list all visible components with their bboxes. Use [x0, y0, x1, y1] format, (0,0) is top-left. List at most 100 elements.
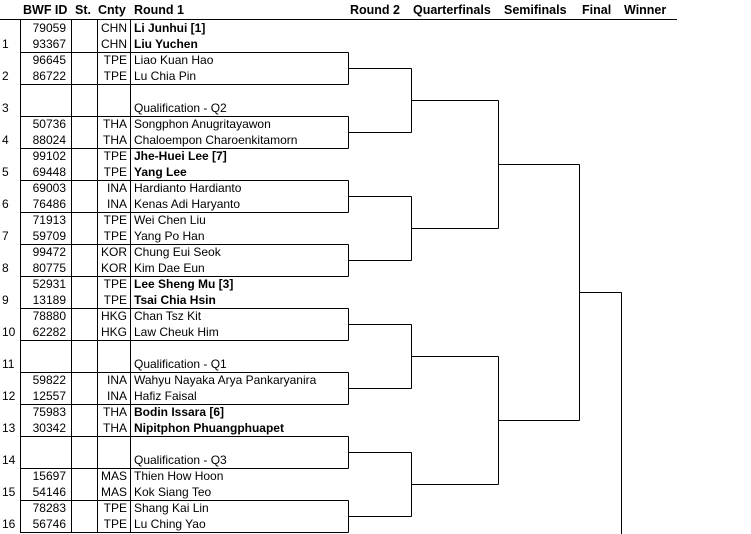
player-country: INA	[106, 197, 127, 211]
player-bwf-id: 59709	[32, 229, 66, 243]
player-name: Jhe-Huei Lee [7]	[134, 149, 227, 163]
player-country: KOR	[100, 261, 127, 275]
header-quarterfinals: Quarterfinals	[413, 3, 491, 17]
player-name: Yang Po Han	[134, 229, 205, 243]
header-winner: Winner	[624, 3, 667, 17]
qualifier-slot: Qualification - Q3	[134, 453, 227, 467]
player-bwf-id: 79059	[32, 21, 66, 35]
header-round2: Round 2	[350, 3, 400, 17]
player-country: KOR	[100, 245, 127, 259]
player-name: Lu Chia Pin	[134, 69, 197, 83]
slot-number: 9	[2, 293, 9, 307]
slot-number: 6	[2, 197, 9, 211]
player-country: INA	[106, 389, 127, 403]
player-bwf-id: 52931	[32, 277, 66, 291]
player-bwf-id: 59822	[32, 373, 66, 387]
player-bwf-id: 93367	[32, 37, 66, 51]
player-name: Kenas Adi Haryanto	[134, 197, 241, 211]
player-bwf-id: 69448	[32, 165, 66, 179]
player-name: Chaloempon Charoenkitamorn	[134, 133, 298, 147]
player-name: Tsai Chia Hsin	[134, 293, 216, 307]
player-name: Wahyu Nayaka Arya Pankaryanira	[134, 373, 317, 387]
player-name: Songphon Anugritayawon	[134, 117, 271, 131]
player-bwf-id: 56746	[32, 517, 66, 531]
slot-number: 1	[2, 37, 9, 51]
player-country: THA	[103, 405, 127, 419]
player-bwf-id: 99472	[32, 245, 66, 259]
player-name: Nipitphon Phuangphuapet	[134, 421, 284, 435]
player-bwf-id: 76486	[32, 197, 66, 211]
player-bwf-id: 54146	[32, 485, 66, 499]
header-semifinals: Semifinals	[504, 3, 567, 17]
player-name: Law Cheuk Him	[134, 325, 219, 339]
player-country: TPE	[103, 293, 127, 307]
player-bwf-id: 96645	[32, 53, 66, 67]
player-name: Chan Tsz Kit	[134, 309, 202, 323]
player-name: Lee Sheng Mu [3]	[134, 277, 234, 291]
player-name: Chung Eui Seok	[134, 245, 221, 259]
header-bwf-id: BWF ID	[23, 3, 68, 17]
slot-number: 13	[2, 421, 16, 435]
player-bwf-id: 13189	[32, 293, 66, 307]
player-country: TPE	[103, 517, 127, 531]
player-country: CHN	[101, 21, 127, 35]
player-name: Thien How Hoon	[134, 469, 224, 483]
player-name: Bodin Issara [6]	[134, 405, 225, 419]
header-final: Final	[582, 3, 612, 17]
player-name: Kok Siang Teo	[134, 485, 212, 499]
player-bwf-id: 62282	[32, 325, 66, 339]
player-bwf-id: 15697	[32, 469, 66, 483]
player-bwf-id: 12557	[32, 389, 66, 403]
player-bwf-id: 80775	[32, 261, 66, 275]
slot-number: 14	[2, 453, 16, 467]
player-country: TPE	[103, 213, 127, 227]
slot-number: 4	[2, 133, 9, 147]
slot-number: 15	[2, 485, 16, 499]
player-country: TPE	[103, 69, 127, 83]
header-status: St.	[75, 3, 91, 17]
player-name: Lu Ching Yao	[134, 517, 206, 531]
player-bwf-id: 50736	[32, 117, 66, 131]
player-country: THA	[103, 133, 127, 147]
slot-number: 11	[2, 357, 15, 371]
player-country: HKG	[100, 309, 127, 323]
player-country: HKG	[100, 325, 127, 339]
slot-number: 12	[2, 389, 16, 403]
player-bwf-id: 78283	[32, 501, 66, 515]
player-bwf-id: 86722	[32, 69, 66, 83]
qualifier-slot: Qualification - Q2	[134, 101, 227, 115]
player-country: MAS	[100, 485, 127, 499]
player-country: MAS	[100, 469, 127, 483]
player-country: TPE	[103, 501, 127, 515]
slot-number: 10	[2, 325, 16, 339]
player-bwf-id: 99102	[32, 149, 66, 163]
slot-number: 3	[2, 101, 9, 115]
slot-number: 8	[2, 261, 9, 275]
header-round1: Round 1	[134, 3, 184, 17]
player-name: Yang Lee	[134, 165, 187, 179]
slot-number: 16	[2, 517, 16, 531]
player-country: INA	[106, 181, 127, 195]
player-country: TPE	[103, 165, 127, 179]
slot-number: 7	[2, 229, 9, 243]
player-name: Wei Chen Liu	[134, 213, 206, 227]
player-bwf-id: 88024	[32, 133, 66, 147]
player-name: Liu Yuchen	[134, 37, 198, 51]
player-name: Shang Kai Lin	[134, 501, 209, 515]
player-bwf-id: 78880	[32, 309, 66, 323]
player-country: TPE	[103, 53, 127, 67]
player-country: INA	[106, 373, 127, 387]
player-bwf-id: 71913	[32, 213, 66, 227]
player-name: Liao Kuan Hao	[134, 53, 214, 67]
player-name: Hardianto Hardianto	[134, 181, 242, 195]
player-bwf-id: 30342	[32, 421, 66, 435]
player-country: THA	[103, 421, 127, 435]
player-name: Kim Dae Eun	[134, 261, 205, 275]
player-name: Hafiz Faisal	[134, 389, 197, 403]
qualifier-slot: Qualification - Q1	[134, 357, 227, 371]
player-name: Li Junhui [1]	[134, 21, 206, 35]
player-bwf-id: 69003	[32, 181, 66, 195]
player-country: THA	[103, 117, 127, 131]
slot-number: 2	[2, 69, 9, 83]
